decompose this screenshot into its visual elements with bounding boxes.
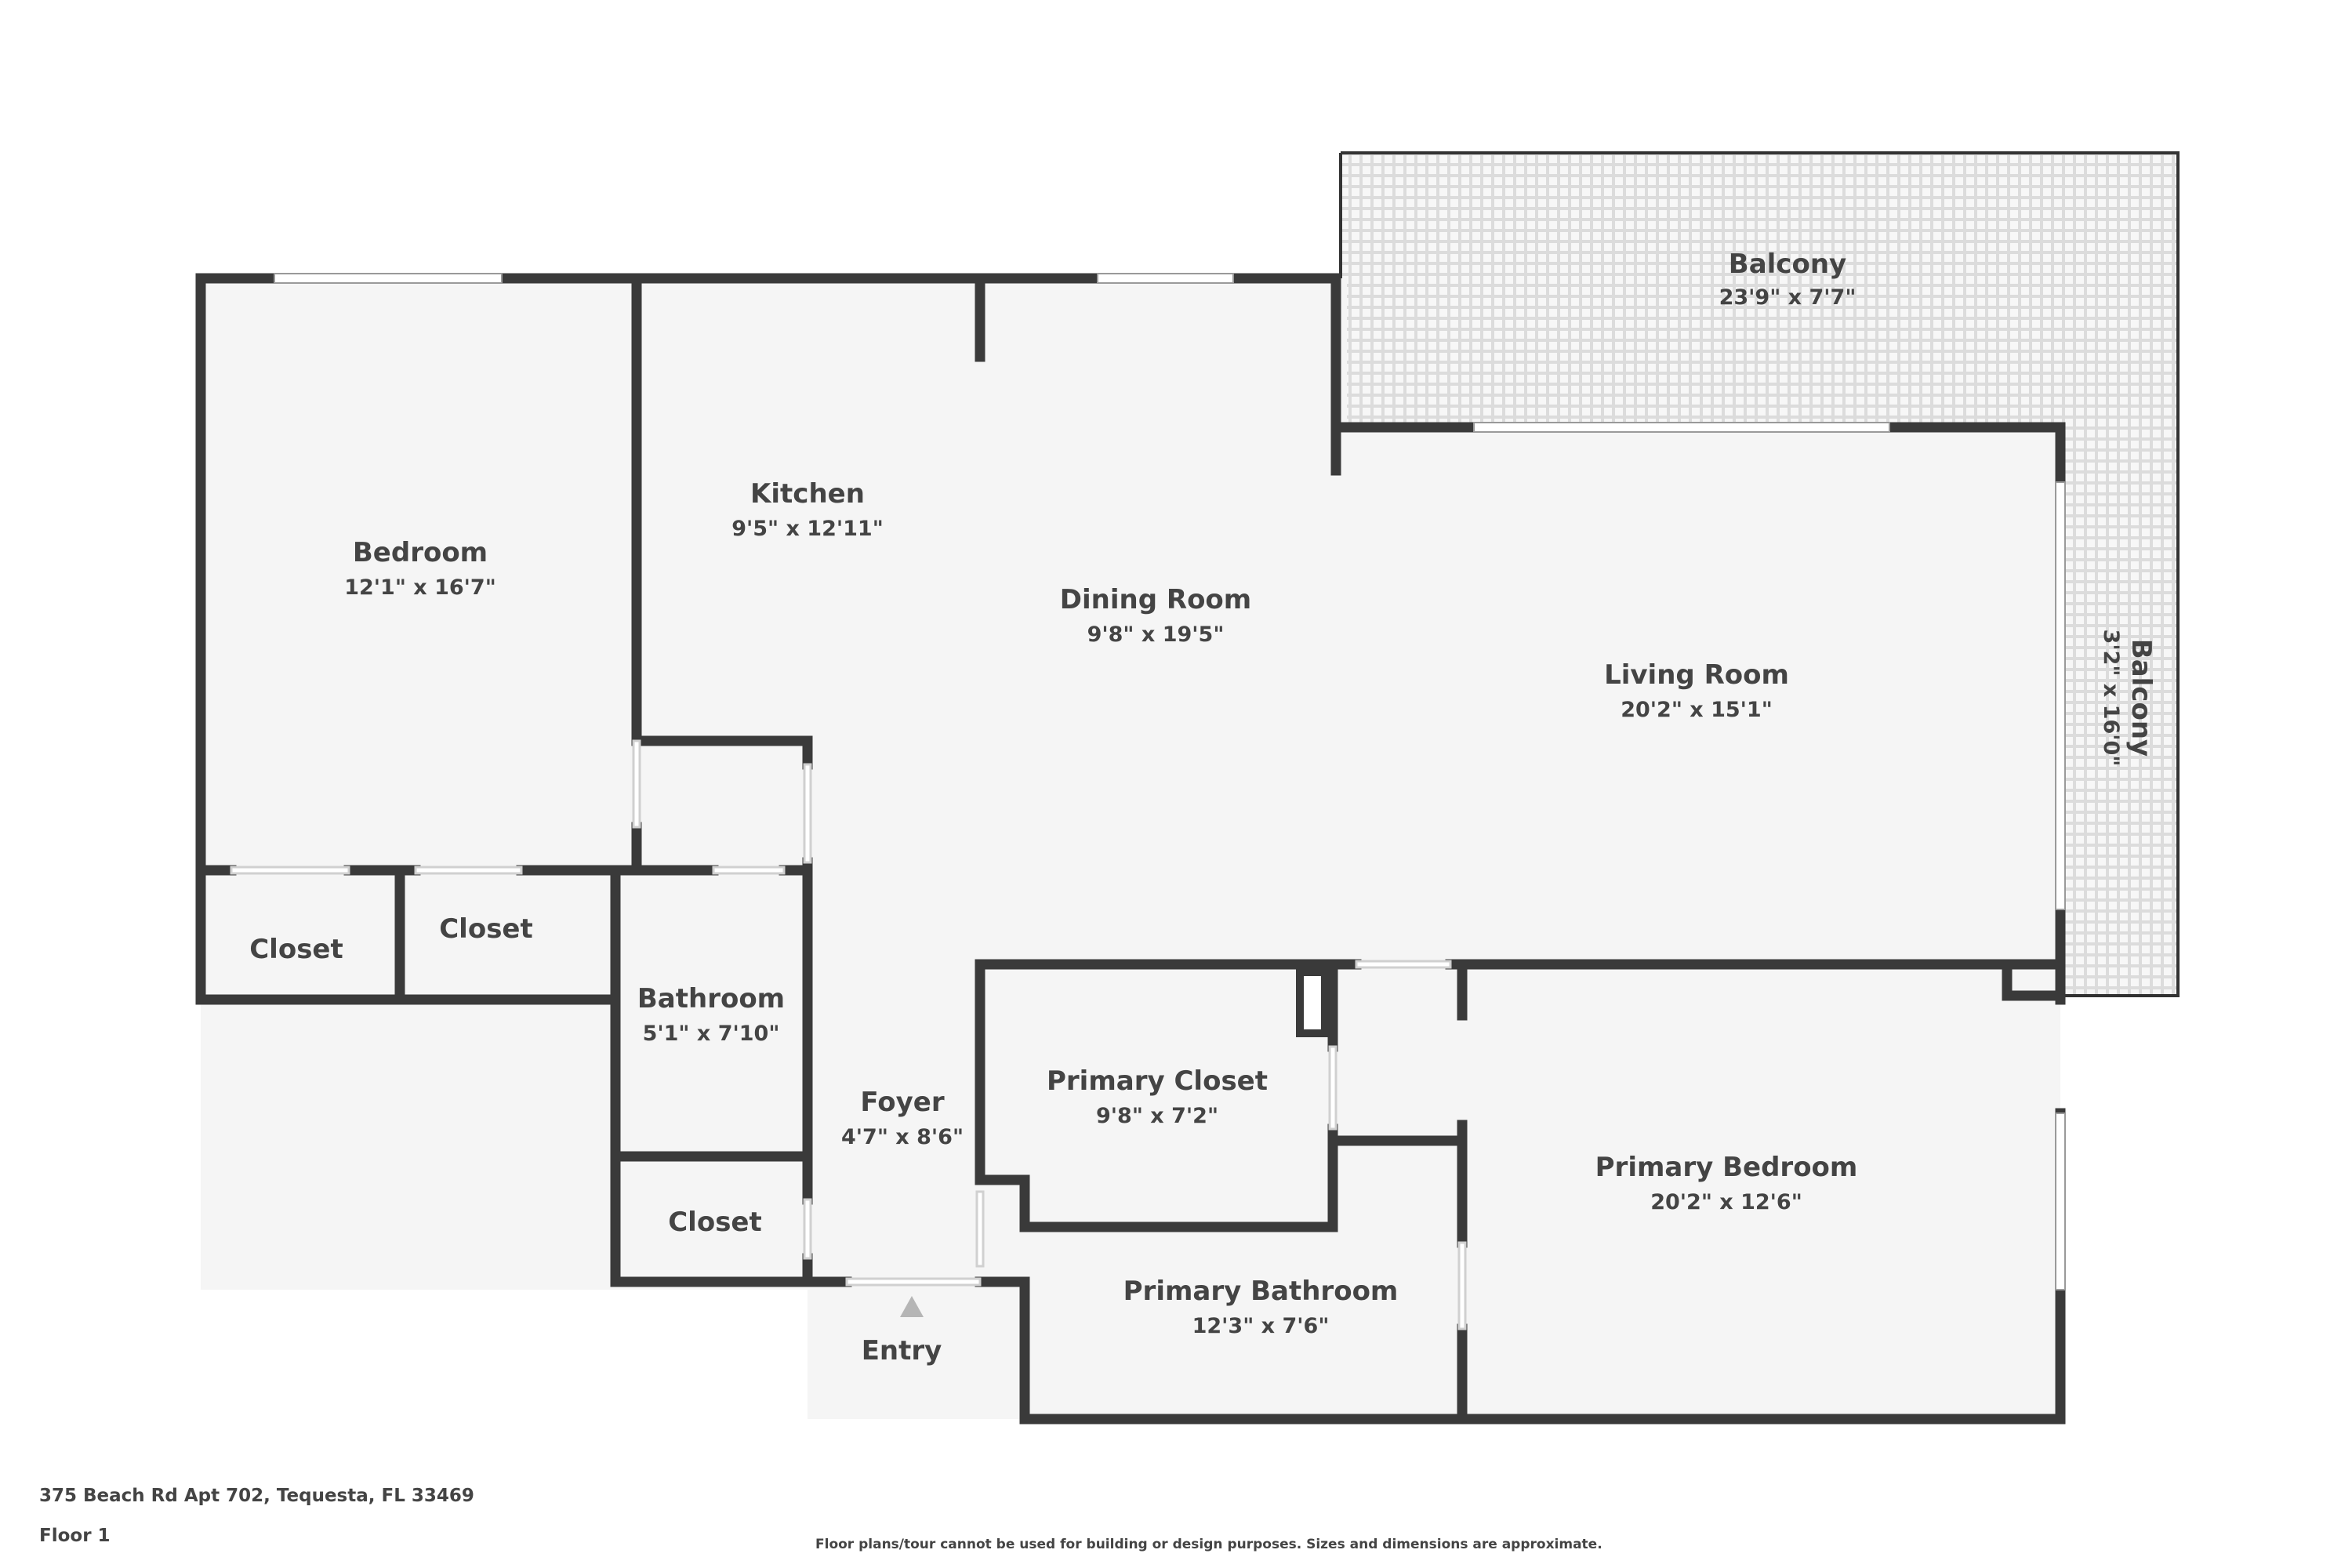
room-label-foyer: Foyer 4'7" x 8'6" [841,1087,964,1149]
svg-text:Primary Bedroom: Primary Bedroom [1595,1152,1858,1183]
svg-text:23'9" x 7'7": 23'9" x 7'7" [1719,285,1857,310]
floor-fill [201,278,2060,1419]
shaft [1296,968,1329,1037]
svg-text:Closet: Closet [439,913,533,945]
svg-text:20'2" x 15'1": 20'2" x 15'1" [1621,698,1773,722]
room-label-closet-2: Closet [439,913,533,945]
room-label-dining-room: Dining Room 9'8" x 19'5" [1060,584,1251,647]
svg-text:Living Room: Living Room [1604,659,1789,691]
room-label-balcony-top: Balcony 23'9" x 7'7" [1719,249,1857,310]
svg-text:12'3" x 7'6": 12'3" x 7'6" [1192,1314,1330,1338]
svg-text:Foyer: Foyer [860,1087,944,1118]
room-label-primary-closet: Primary Closet 9'8" x 7'2" [1047,1065,1268,1128]
svg-text:Kitchen: Kitchen [750,478,865,510]
svg-text:9'8" x 7'2": 9'8" x 7'2" [1096,1104,1218,1128]
svg-text:Primary Closet: Primary Closet [1047,1065,1268,1097]
room-label-bedroom: Bedroom 12'1" x 16'7" [344,537,496,600]
room-label-living-room: Living Room 20'2" x 15'1" [1604,659,1789,722]
svg-text:Primary Bathroom: Primary Bathroom [1123,1276,1399,1307]
svg-text:12'1" x 16'7": 12'1" x 16'7" [344,575,496,600]
svg-text:4'7" x 8'6": 4'7" x 8'6" [841,1125,964,1149]
room-label-balcony-side: Balcony 3'2" x 16'0" [2099,630,2157,767]
door-openings [230,739,1467,1330]
svg-text:20'2" x 12'6": 20'2" x 12'6" [1650,1190,1802,1214]
svg-text:Closet: Closet [249,934,343,965]
room-label-primary-bathroom: Primary Bathroom 12'3" x 7'6" [1123,1276,1399,1338]
svg-text:9'5" x 12'11": 9'5" x 12'11" [731,517,884,541]
svg-text:Bedroom: Bedroom [353,537,488,568]
svg-text:3'2" x 16'0": 3'2" x 16'0" [2099,630,2123,767]
svg-text:Balcony: Balcony [2125,639,2157,757]
svg-text:Bathroom: Bathroom [637,983,785,1014]
windows [274,273,2066,1290]
svg-text:5'1" x 7'10": 5'1" x 7'10" [643,1022,780,1046]
entry-label: Entry [862,1335,942,1367]
svg-text:Balcony: Balcony [1729,249,1846,280]
entry-arrow-icon [900,1296,924,1317]
disclaimer-text: Floor plans/tour cannot be used for buil… [815,1537,1602,1552]
room-label-closet-3: Closet [668,1207,762,1238]
room-label-kitchen: Kitchen 9'5" x 12'11" [731,478,884,541]
room-label-closet-1: Closet [249,934,343,965]
room-label-primary-bedroom: Primary Bedroom 20'2" x 12'6" [1595,1152,1858,1214]
svg-text:Closet: Closet [668,1207,762,1238]
floor-label: Floor 1 [39,1526,111,1546]
address-text: 375 Beach Rd Apt 702, Tequesta, FL 33469 [39,1486,474,1506]
room-label-bathroom: Bathroom 5'1" x 7'10" [637,983,785,1046]
svg-text:9'8" x 19'5": 9'8" x 19'5" [1087,622,1225,647]
walls [195,273,2066,1425]
svg-text:Dining Room: Dining Room [1060,584,1251,615]
